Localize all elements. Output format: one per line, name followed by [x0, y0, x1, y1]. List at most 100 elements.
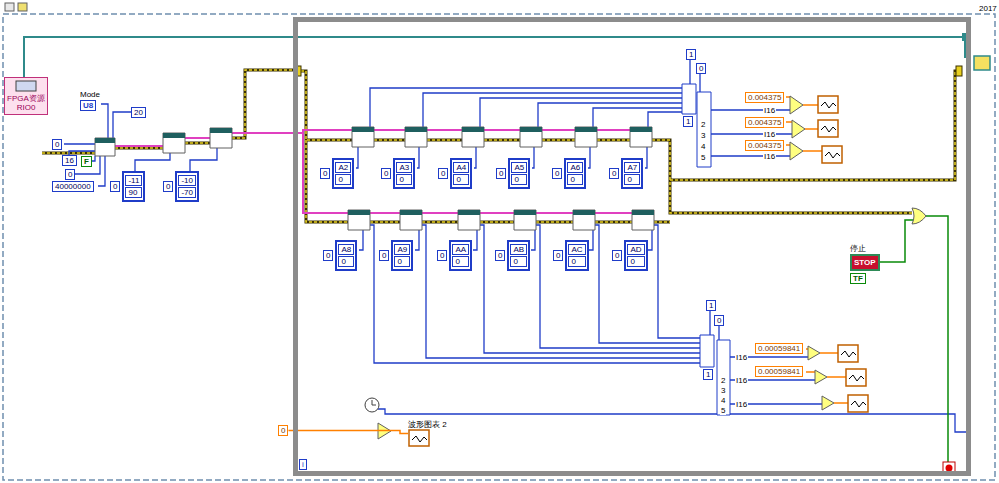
- constant-value: 0: [438, 168, 448, 179]
- cluster-element: AB: [510, 244, 527, 255]
- cluster-constant: 0AC0: [553, 240, 589, 271]
- terminal-type: U8: [80, 100, 96, 111]
- constant-value: 1: [703, 369, 713, 380]
- cluster-constant: 0A90: [379, 240, 413, 271]
- cluster-element: A4: [453, 162, 469, 173]
- cluster-element: -11: [125, 175, 142, 186]
- constant-value: 20: [131, 107, 146, 118]
- numeric-constant: 1: [703, 369, 713, 380]
- cluster-constant: 0A70: [609, 158, 643, 189]
- numeric-constant: 20: [131, 107, 146, 118]
- mode-terminal: ModeU8: [80, 90, 100, 111]
- numeric-constant: 0: [52, 139, 62, 150]
- numeric-constant: 40000000: [52, 181, 94, 192]
- chart-frame: [409, 430, 429, 446]
- loop-condition-dot: [946, 465, 953, 472]
- constant-value: 0: [379, 250, 389, 261]
- frame-icon: [5, 3, 14, 11]
- constant-value: 0.00059841: [755, 366, 803, 377]
- index-label: 3: [720, 386, 726, 395]
- numeric-constant: 0: [65, 169, 75, 180]
- conversion-label: I16: [763, 106, 776, 115]
- cluster-frame: A50: [508, 158, 530, 189]
- while-loop: i0A200A300A400A500A600A700A800A900AA00AB…: [293, 17, 971, 476]
- cluster-frame: -10-70: [175, 171, 199, 202]
- stop-button: 停止STOPTF: [850, 244, 880, 284]
- cluster-element: 0: [335, 174, 351, 185]
- cluster-constant: 0AA0: [437, 240, 472, 271]
- constant-value: 0: [278, 425, 288, 436]
- constant-value: 0.004375: [745, 92, 784, 103]
- constant-value: 0: [437, 250, 447, 261]
- cluster-element: A2: [335, 162, 351, 173]
- cluster-element: AA: [452, 244, 469, 255]
- or-gate: [912, 208, 926, 224]
- fpga-ref-wire: [24, 37, 965, 77]
- double-constant: 0.004375: [745, 140, 784, 151]
- fpga-resource-node: FPGA资源 RIO0: [4, 77, 48, 115]
- constant-value: 1: [683, 116, 693, 127]
- constant-value: 1: [706, 300, 716, 311]
- cluster-constant: 0A20: [320, 158, 354, 189]
- resource-name: FPGA资源 RIO0: [7, 94, 45, 112]
- cluster-element: A9: [394, 244, 410, 255]
- cluster-constant: 0-10-70: [163, 171, 199, 202]
- constant-value: 0.004375: [745, 117, 784, 128]
- constant-value: 0: [553, 250, 563, 261]
- terminal-type: TF: [850, 273, 866, 284]
- cluster-frame: A20: [332, 158, 354, 189]
- close-fpga-node: [974, 56, 990, 70]
- numeric-constant: 0: [714, 315, 724, 326]
- cluster-frame: A80: [335, 240, 357, 271]
- cluster-frame: A60: [564, 158, 586, 189]
- constant-value: 0: [552, 168, 562, 179]
- cluster-element: 90: [125, 187, 142, 198]
- cluster-constant: 0A50: [496, 158, 530, 189]
- constant-value: F: [81, 156, 92, 167]
- constant-value: 0: [496, 168, 506, 179]
- cluster-element: 0: [394, 256, 410, 267]
- boolean-constant: F: [81, 156, 92, 167]
- chart-icon: [408, 429, 430, 447]
- fpga-icon: [14, 80, 38, 94]
- integer-wire: [64, 60, 966, 432]
- double-wire: [288, 431, 408, 434]
- cluster-element: 0: [568, 256, 585, 267]
- cluster-element: 0: [511, 174, 527, 185]
- shift-register: [956, 66, 962, 76]
- numeric-constant: 1: [706, 300, 716, 311]
- cluster-constant: 0AB0: [495, 240, 530, 271]
- numeric-constant: 0: [696, 63, 706, 74]
- cluster-element: AD: [627, 244, 644, 255]
- sequence-frame: [3, 14, 995, 480]
- constant-value: 0: [163, 181, 173, 192]
- index-label: 3: [700, 131, 706, 140]
- cluster-frame: A90: [391, 240, 413, 271]
- cluster-element: -70: [178, 187, 196, 198]
- cluster-constant: 0AD0: [612, 240, 648, 271]
- cluster-element: 0: [510, 256, 527, 267]
- waveform-chart: 波形图表 2: [408, 420, 447, 447]
- cluster-constant: 0-1190: [110, 171, 145, 202]
- cluster-frame: AD0: [624, 240, 647, 271]
- double-constant: 0.00059841: [755, 343, 803, 354]
- cluster-element: 0: [567, 174, 583, 185]
- numeric-constant: 1: [683, 116, 693, 127]
- cluster-element: -10: [178, 175, 196, 186]
- wait-timer-icon: [365, 398, 379, 412]
- cluster-element: AC: [568, 244, 585, 255]
- cluster-element: A3: [396, 162, 412, 173]
- spi-node-icon: [95, 127, 654, 230]
- double-constant: 0: [278, 425, 288, 436]
- fpga-icon-screen: [16, 81, 36, 91]
- cluster-frame: A30: [393, 158, 415, 189]
- double-constant: 0.00059841: [755, 366, 803, 377]
- index-label: 4: [720, 396, 726, 405]
- chart-trace: [412, 436, 427, 442]
- cluster-frame: A70: [621, 158, 643, 189]
- cluster-element: 0: [627, 256, 644, 267]
- cluster-element: 0: [396, 174, 412, 185]
- constant-value: 0: [323, 250, 333, 261]
- constant-value: 0: [381, 168, 391, 179]
- array-node: [682, 84, 730, 415]
